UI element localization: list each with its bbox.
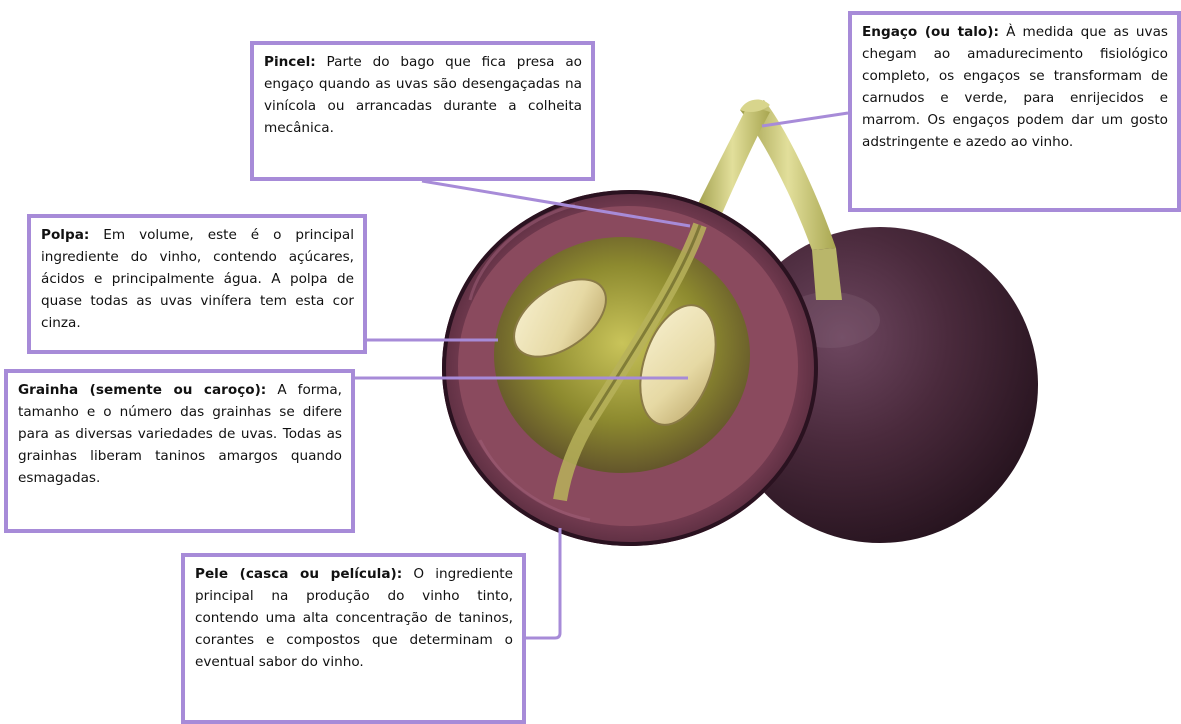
leader-line-pele [526, 528, 560, 638]
callout-engaco-term: Engaço (ou talo): [862, 24, 999, 40]
callout-grainha-term: Grainha (semente ou caroço): [18, 382, 266, 398]
callout-polpa-term: Polpa: [41, 227, 89, 243]
callout-pincel-term: Pincel: [264, 54, 316, 70]
callout-pincel: Pincel: Parte do bago que fica presa ao … [250, 41, 595, 181]
callout-engaco: Engaço (ou talo): À medida que as uvas c… [848, 11, 1181, 212]
callout-polpa: Polpa: Em volume, este é o principal ing… [27, 214, 367, 354]
callout-engaco-text: À medida que as uvas chegam ao amadureci… [862, 24, 1168, 150]
callout-pele: Pele (casca ou película): O ingrediente … [181, 553, 526, 724]
halved-grape [442, 190, 818, 546]
callout-pele-term: Pele (casca ou película): [195, 566, 402, 582]
callout-grainha: Grainha (semente ou caroço): A forma, ta… [4, 369, 355, 533]
